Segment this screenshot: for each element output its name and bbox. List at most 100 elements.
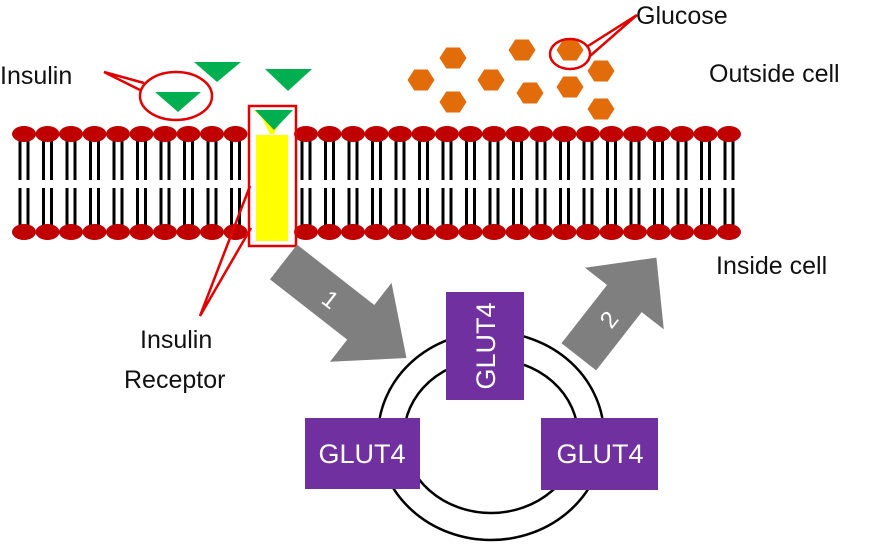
glucose-molecule xyxy=(439,47,467,69)
lipid-tail xyxy=(449,188,453,226)
lipid-tail xyxy=(230,188,233,226)
lipid-tail xyxy=(582,188,586,226)
lipid-head xyxy=(12,224,36,240)
lipid-tail xyxy=(191,188,194,226)
glucose-molecule xyxy=(439,91,467,113)
lipid-tail xyxy=(308,188,312,226)
lipid-tail xyxy=(449,140,453,180)
lipid-head xyxy=(59,126,83,142)
glucose-label: Glucose xyxy=(636,2,728,30)
lipid-head xyxy=(599,126,624,142)
lipid-head xyxy=(341,126,365,142)
lipid-tail xyxy=(473,188,476,226)
lipid-head xyxy=(129,126,154,142)
glut4-top-label: GLUT4 xyxy=(471,302,501,389)
glucose-molecule xyxy=(407,69,435,91)
lipid-tail xyxy=(26,188,30,226)
lipid-tail xyxy=(614,188,617,226)
lipid-head xyxy=(552,224,577,240)
glucose-molecule xyxy=(477,69,505,91)
lipid-tail xyxy=(159,140,163,180)
lipid-head xyxy=(693,224,718,240)
lipid-tail xyxy=(214,188,218,226)
lipid-head xyxy=(576,224,600,240)
lipid-tail xyxy=(97,140,100,180)
lipid-tail xyxy=(379,188,382,226)
lipid-tail xyxy=(582,140,586,180)
lipid-head xyxy=(576,126,600,142)
lipid-tail xyxy=(394,140,398,180)
lipid-tail xyxy=(637,188,641,226)
lipid-heads xyxy=(12,126,741,240)
lipid-head xyxy=(623,224,647,240)
lipid-tail xyxy=(465,140,468,180)
lipid-tail xyxy=(89,188,92,226)
arrow-shape xyxy=(561,257,664,371)
lipid-head xyxy=(646,224,671,240)
step-2-arrow: 2 xyxy=(561,257,664,371)
glut4-left: GLUT4 xyxy=(305,418,420,489)
lipid-tail xyxy=(136,140,139,180)
lipid-tail xyxy=(65,140,69,180)
lipid-head xyxy=(317,126,342,142)
lipid-tail xyxy=(65,188,69,226)
lipid-tail xyxy=(512,188,515,226)
lipid-tail xyxy=(496,188,500,226)
lipid-head xyxy=(200,224,224,240)
lipid-tail xyxy=(512,140,515,180)
lipid-tail xyxy=(73,188,77,226)
insulin-callout-circle xyxy=(138,70,214,122)
lipid-tail xyxy=(629,188,633,226)
lipid-tail xyxy=(183,140,186,180)
lipid-bilayer xyxy=(12,126,741,240)
insulin-molecule xyxy=(155,92,201,112)
insulin-molecules xyxy=(155,62,312,112)
lipid-tail xyxy=(73,140,77,180)
lipid-head xyxy=(388,126,412,142)
lipid-tail xyxy=(731,188,735,226)
lipid-tail xyxy=(590,188,594,226)
lipid-tail xyxy=(441,140,445,180)
lipid-head xyxy=(411,224,436,240)
lipid-tail xyxy=(50,188,53,226)
lipid-head xyxy=(35,126,60,142)
lipid-tail xyxy=(488,188,492,226)
glucose-molecule xyxy=(516,82,544,104)
lipid-tail xyxy=(559,140,562,180)
receptor-highlight-box xyxy=(247,104,298,248)
lipid-tail xyxy=(97,188,100,226)
lipid-tail xyxy=(50,140,53,180)
lipid-tail xyxy=(230,140,233,180)
glut4-right: GLUT4 xyxy=(541,418,658,490)
lipid-tail xyxy=(136,188,139,226)
lipid-head xyxy=(670,126,694,142)
lipid-tail xyxy=(614,140,617,180)
lipid-tail xyxy=(708,140,711,180)
lipid-head xyxy=(176,126,201,142)
glucose-callout-pointer xyxy=(587,13,638,57)
lipid-head xyxy=(176,224,201,240)
lipid-head xyxy=(59,224,83,240)
lipid-tail xyxy=(418,188,421,226)
glucose-molecule xyxy=(587,98,615,120)
lipid-head xyxy=(482,224,506,240)
glucose-molecule xyxy=(556,39,584,61)
lipid-tail xyxy=(26,140,30,180)
lipid-head xyxy=(106,126,130,142)
lipid-head xyxy=(458,224,483,240)
lipid-head xyxy=(294,224,318,240)
insulin-bound xyxy=(255,110,293,130)
lipid-tail xyxy=(371,140,374,180)
lipid-head xyxy=(552,126,577,142)
lipid-head xyxy=(153,224,177,240)
lipid-tail xyxy=(590,140,594,180)
glucose-molecule xyxy=(587,60,615,82)
lipid-tail xyxy=(18,188,22,226)
lipid-tail xyxy=(214,140,218,180)
lipid-head xyxy=(388,224,412,240)
insulin-callout xyxy=(103,70,214,122)
lipid-head xyxy=(529,126,553,142)
lipid-tail xyxy=(684,188,688,226)
lipid-tail xyxy=(723,140,727,180)
lipid-tail xyxy=(567,140,570,180)
